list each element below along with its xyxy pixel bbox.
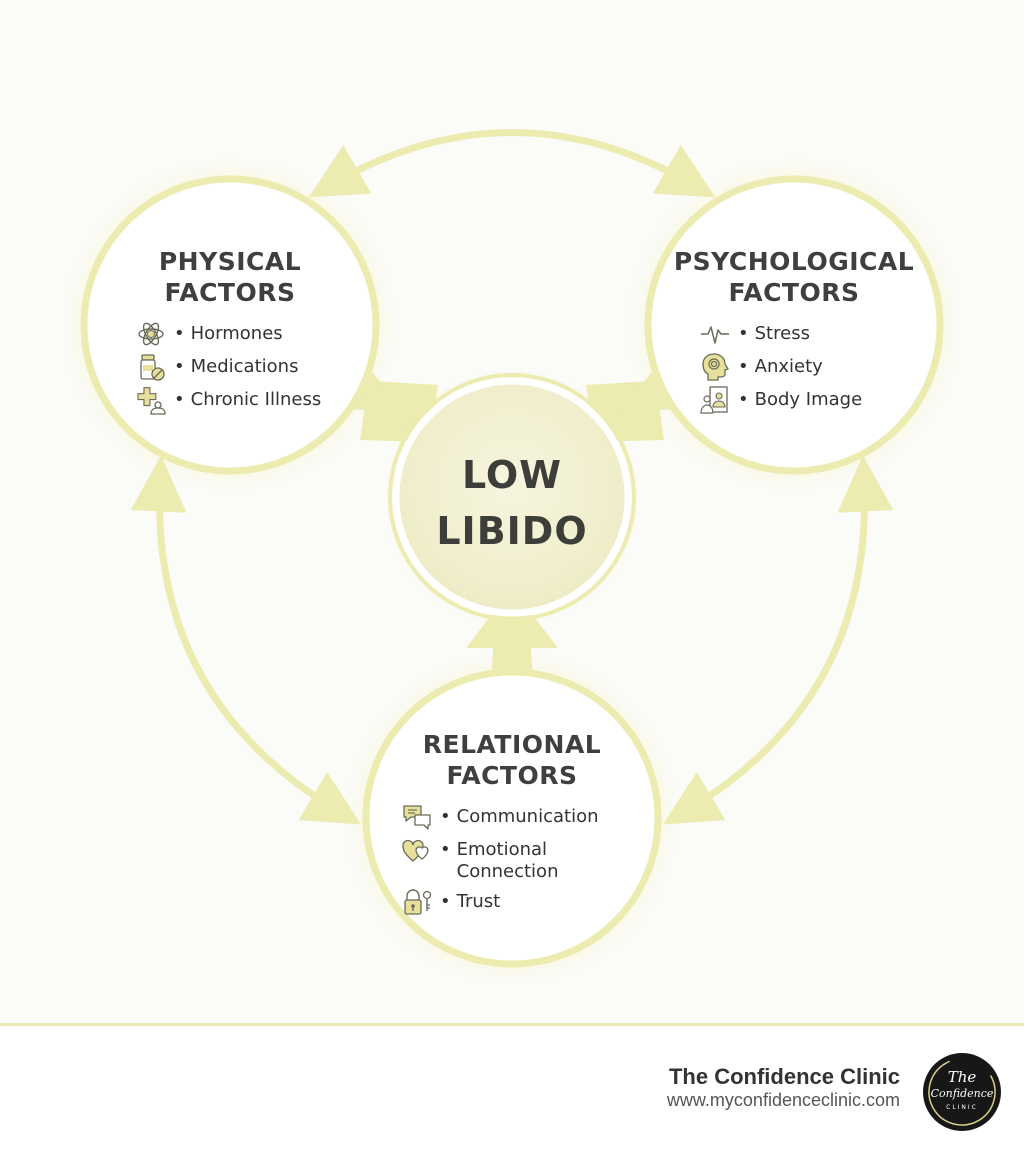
list-item-trust: • Trust — [402, 889, 599, 924]
top-connector-arrow — [308, 129, 716, 198]
item-label: Chronic Illness — [190, 389, 322, 410]
speech-bubbles-icon — [402, 802, 432, 832]
center-label: LOW LIBIDO — [412, 447, 612, 559]
psychological-title-line1: PSYCHOLOGICAL — [673, 247, 915, 276]
two-hearts-icon — [402, 835, 432, 865]
list-item-stress: • Stress — [700, 323, 862, 356]
item-label: Medications — [190, 356, 299, 377]
relational-title: RELATIONAL FACTORS — [392, 729, 632, 791]
psychological-title: PSYCHOLOGICAL FACTORS — [664, 246, 924, 308]
center-ring — [388, 373, 636, 621]
list-item-hormones: • Hormones — [136, 322, 321, 356]
item-label: Trust — [456, 891, 501, 912]
atom-icon — [136, 319, 166, 349]
center-label-line2: LIBIDO — [436, 509, 588, 553]
list-item-communication: • Communication — [402, 805, 599, 839]
head-spiral-icon — [700, 352, 730, 382]
psychological-title-line2: FACTORS — [728, 278, 860, 307]
footer: The Confidence Clinic www.myconfidencecl… — [0, 1026, 1024, 1154]
list-item-chronic-illness: • Chronic Illness — [136, 387, 322, 422]
svg-text:The: The — [948, 1068, 977, 1086]
item-label: Communication — [456, 806, 599, 827]
item-label: Hormones — [190, 323, 283, 344]
svg-text:Confidence: Confidence — [931, 1087, 994, 1100]
item-label: Emotional Connection — [456, 839, 559, 882]
left-connector-arrow — [130, 455, 362, 825]
heartbeat-line-icon — [700, 319, 730, 349]
svg-text:CLINIC: CLINIC — [946, 1104, 978, 1111]
relational-circle — [362, 668, 662, 968]
mirror-person-icon — [700, 385, 730, 415]
padlock-key-icon — [402, 887, 432, 917]
item-label: Body Image — [754, 389, 863, 410]
psychological-items: • Stress • Anxiety • Body Image — [700, 323, 862, 422]
brand-name: The Confidence Clinic — [668, 1064, 900, 1089]
center-circle — [392, 377, 632, 617]
center-label-line1: LOW — [461, 453, 563, 497]
list-item-medications: • Medications — [136, 354, 321, 389]
item-label: Anxiety — [754, 356, 823, 377]
relational-title-line2: FACTORS — [446, 761, 578, 790]
medical-cross-icon — [136, 385, 166, 415]
physical-title-line1: PHYSICAL — [158, 247, 302, 276]
physical-title-line2: FACTORS — [164, 278, 296, 307]
physical-title: PHYSICAL FACTORS — [110, 246, 350, 308]
brand-url[interactable]: www.myconfidenceclinic.com — [666, 1090, 900, 1110]
item-label: Stress — [754, 323, 810, 344]
list-item-body-image: • Body Image — [700, 386, 863, 422]
physical-items: • Hormones • Medications • Chronic Illne… — [136, 322, 322, 422]
list-item-emotional-connection: • Emotional Connection — [402, 839, 599, 891]
relational-items: • Communication • Emotional Connection •… — [402, 805, 599, 924]
relational-title-line1: RELATIONAL — [422, 730, 602, 759]
list-item-anxiety: • Anxiety — [700, 353, 862, 389]
right-connector-arrow — [662, 455, 894, 825]
physical-circle — [80, 175, 380, 475]
footer-divider — [0, 1023, 1024, 1026]
clinic-logo: The Confidence CLINIC — [923, 1053, 1001, 1131]
medication-bottle-icon — [136, 352, 166, 382]
